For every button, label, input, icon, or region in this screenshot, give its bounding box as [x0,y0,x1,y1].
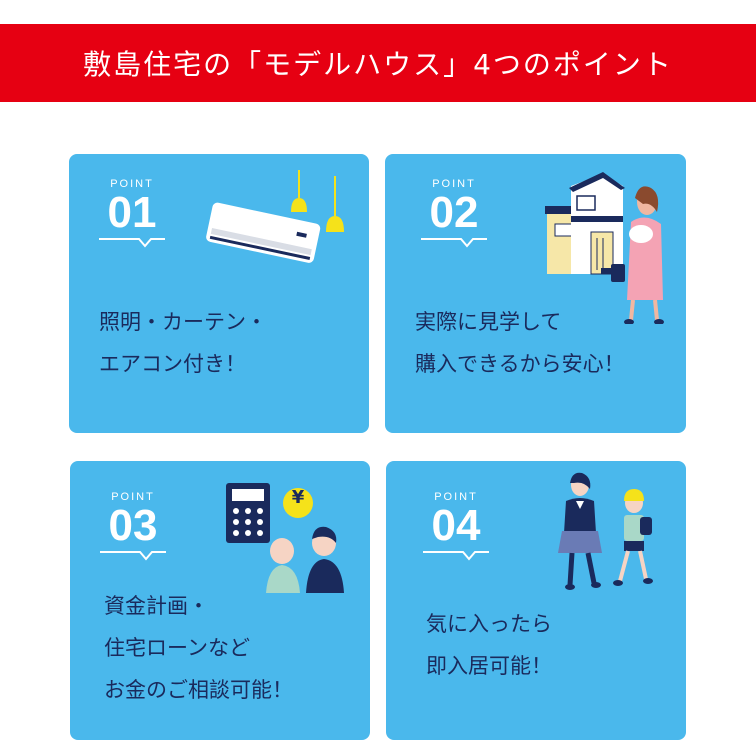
point-number: 03 [108,501,158,550]
calculator-icon [226,483,344,593]
point-badge: POINT 04 [423,491,489,571]
card-text-line: 実際に見学して [415,310,562,334]
card-description: 気に入ったら 即入居可能！ [426,603,552,687]
point-card-03: POINT 03 ¥ 資金計画・ 住宅ローンなど [70,461,370,740]
point-card-04: POINT 04 気に入ったら 即入居可能！ [386,461,686,740]
card-text-line: 照明・カーテン・ [99,310,267,334]
point-badge: POINT 03 [100,491,166,571]
card-description: 照明・カーテン・ エアコン付き！ [99,301,267,385]
point-label: POINT [111,491,155,503]
point-number: 04 [431,501,481,550]
point-label: POINT [432,178,476,190]
point-number: 01 [107,188,157,237]
point-number: 02 [429,188,479,237]
point-label: POINT [110,178,154,190]
point-badge: POINT 01 [99,178,165,258]
card-text-line: 購入できるから安心！ [415,352,625,376]
point-badge: POINT 02 [421,178,487,258]
students-walking-icon [558,472,653,590]
card-description: 資金計画・ 住宅ローンなど お金のご相談可能！ [104,585,293,711]
point-underline [423,551,489,561]
card-text-line: お金のご相談可能！ [104,678,293,702]
header-banner: 敷島住宅の「モデルハウス」4つのポイント [0,24,756,102]
point-underline [99,238,165,248]
card-text-line: 住宅ローンなど [104,636,250,660]
yen-coin-symbol: ¥ [291,487,305,508]
point-underline [100,551,166,561]
point-underline [421,238,487,248]
card-text-line: 即入居可能！ [426,654,552,678]
house-and-woman-icon [545,172,664,324]
card-description: 実際に見学して 購入できるから安心！ [415,301,625,385]
card-text-line: エアコン付き！ [99,352,246,376]
card-text-line: 資金計画・ [104,594,209,618]
card-text-line: 気に入ったら [426,612,552,636]
page-title: 敷島住宅の「モデルハウス」4つのポイント [83,48,673,81]
finance-illustration: ¥ [222,479,362,599]
point-card-01: POINT 01 照明・カーテン・ エアコン付き！ [69,154,369,433]
point-label: POINT [434,491,478,503]
point-card-02: POINT 02 実際に見学して 購入できるから安心！ [385,154,686,433]
air-conditioner-icon [206,170,344,263]
